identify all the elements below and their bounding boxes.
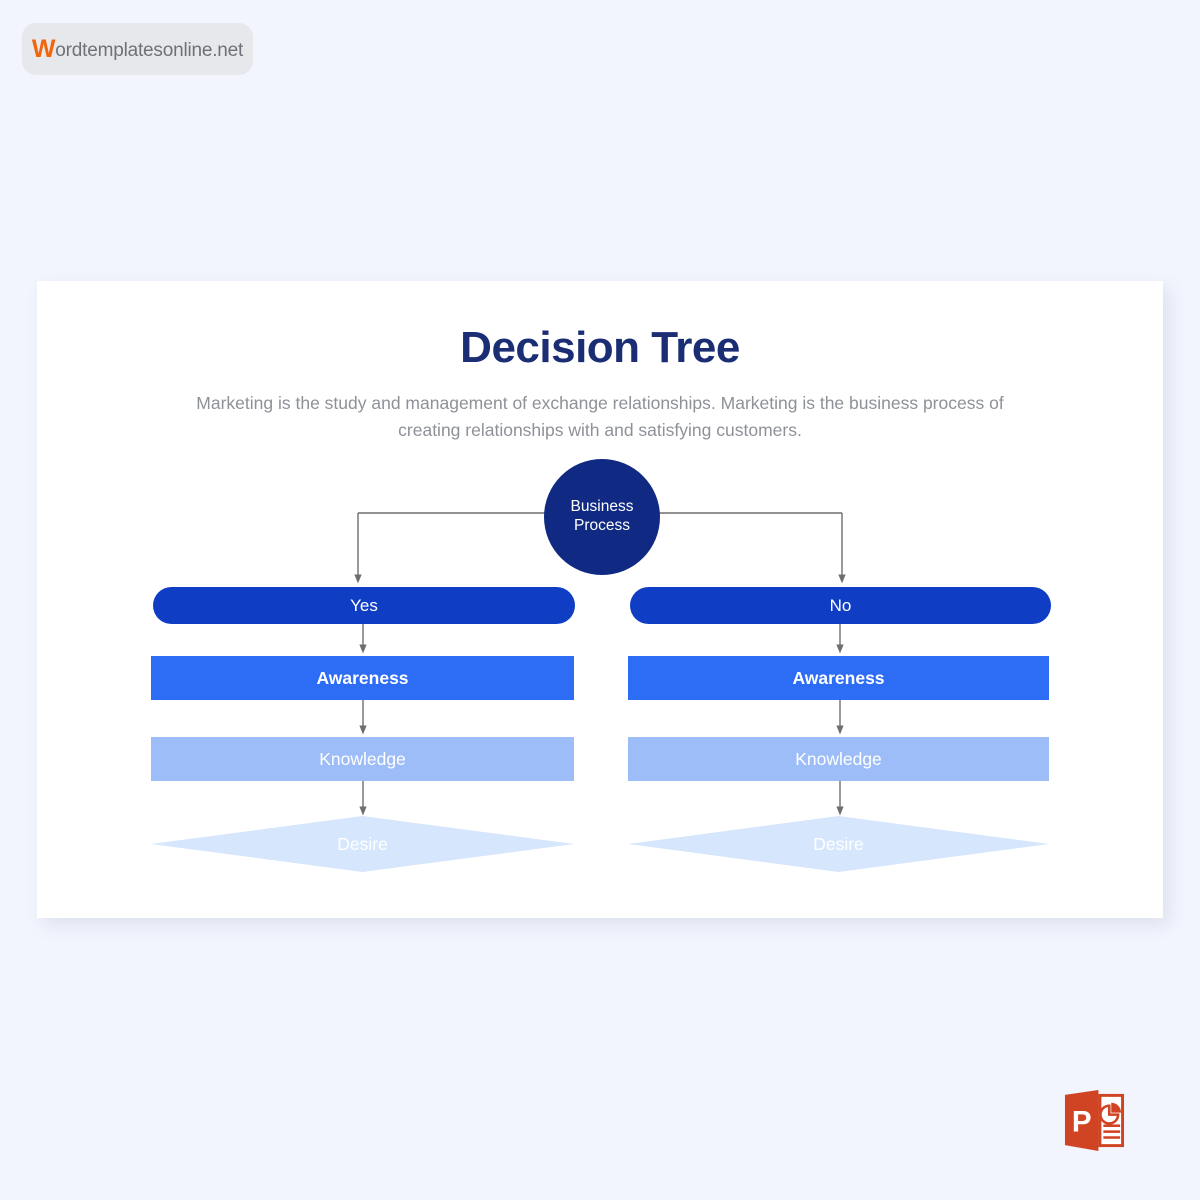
node-knowledge-yes[interactable]: Knowledge (151, 737, 574, 781)
watermark-domain: ordtemplatesonline.net (55, 39, 244, 61)
watermark-initial: W (31, 34, 56, 63)
site-watermark-badge: Wordtemplatesonline.net (22, 23, 253, 75)
decision-tree-diagram: Business Process Yes Awareness Knowledge… (37, 281, 1163, 918)
node-decision-no[interactable]: No (630, 587, 1051, 624)
root-label-line2: Process (574, 517, 630, 534)
node-desire-no[interactable]: Desire (628, 816, 1049, 872)
slide-heading-block: Decision Tree Marketing is the study and… (37, 323, 1163, 444)
node-desire-yes[interactable]: Desire (151, 816, 574, 872)
node-knowledge-no[interactable]: Knowledge (628, 737, 1049, 781)
watermark-text: Wordtemplatesonline.net (31, 34, 244, 63)
powerpoint-icon: P (1064, 1089, 1125, 1152)
node-decision-yes[interactable]: Yes (153, 587, 575, 624)
node-awareness-yes[interactable]: Awareness (151, 656, 574, 700)
root-label-line1: Business (570, 498, 634, 516)
slide-subtitle: Marketing is the study and management of… (196, 393, 1004, 441)
node-business-process[interactable]: Business Process (544, 459, 660, 575)
svg-text:P: P (1072, 1105, 1092, 1138)
slide-card: Decision Tree Marketing is the study and… (37, 281, 1163, 918)
page-title: Decision Tree (460, 323, 740, 372)
node-awareness-no[interactable]: Awareness (628, 656, 1049, 700)
